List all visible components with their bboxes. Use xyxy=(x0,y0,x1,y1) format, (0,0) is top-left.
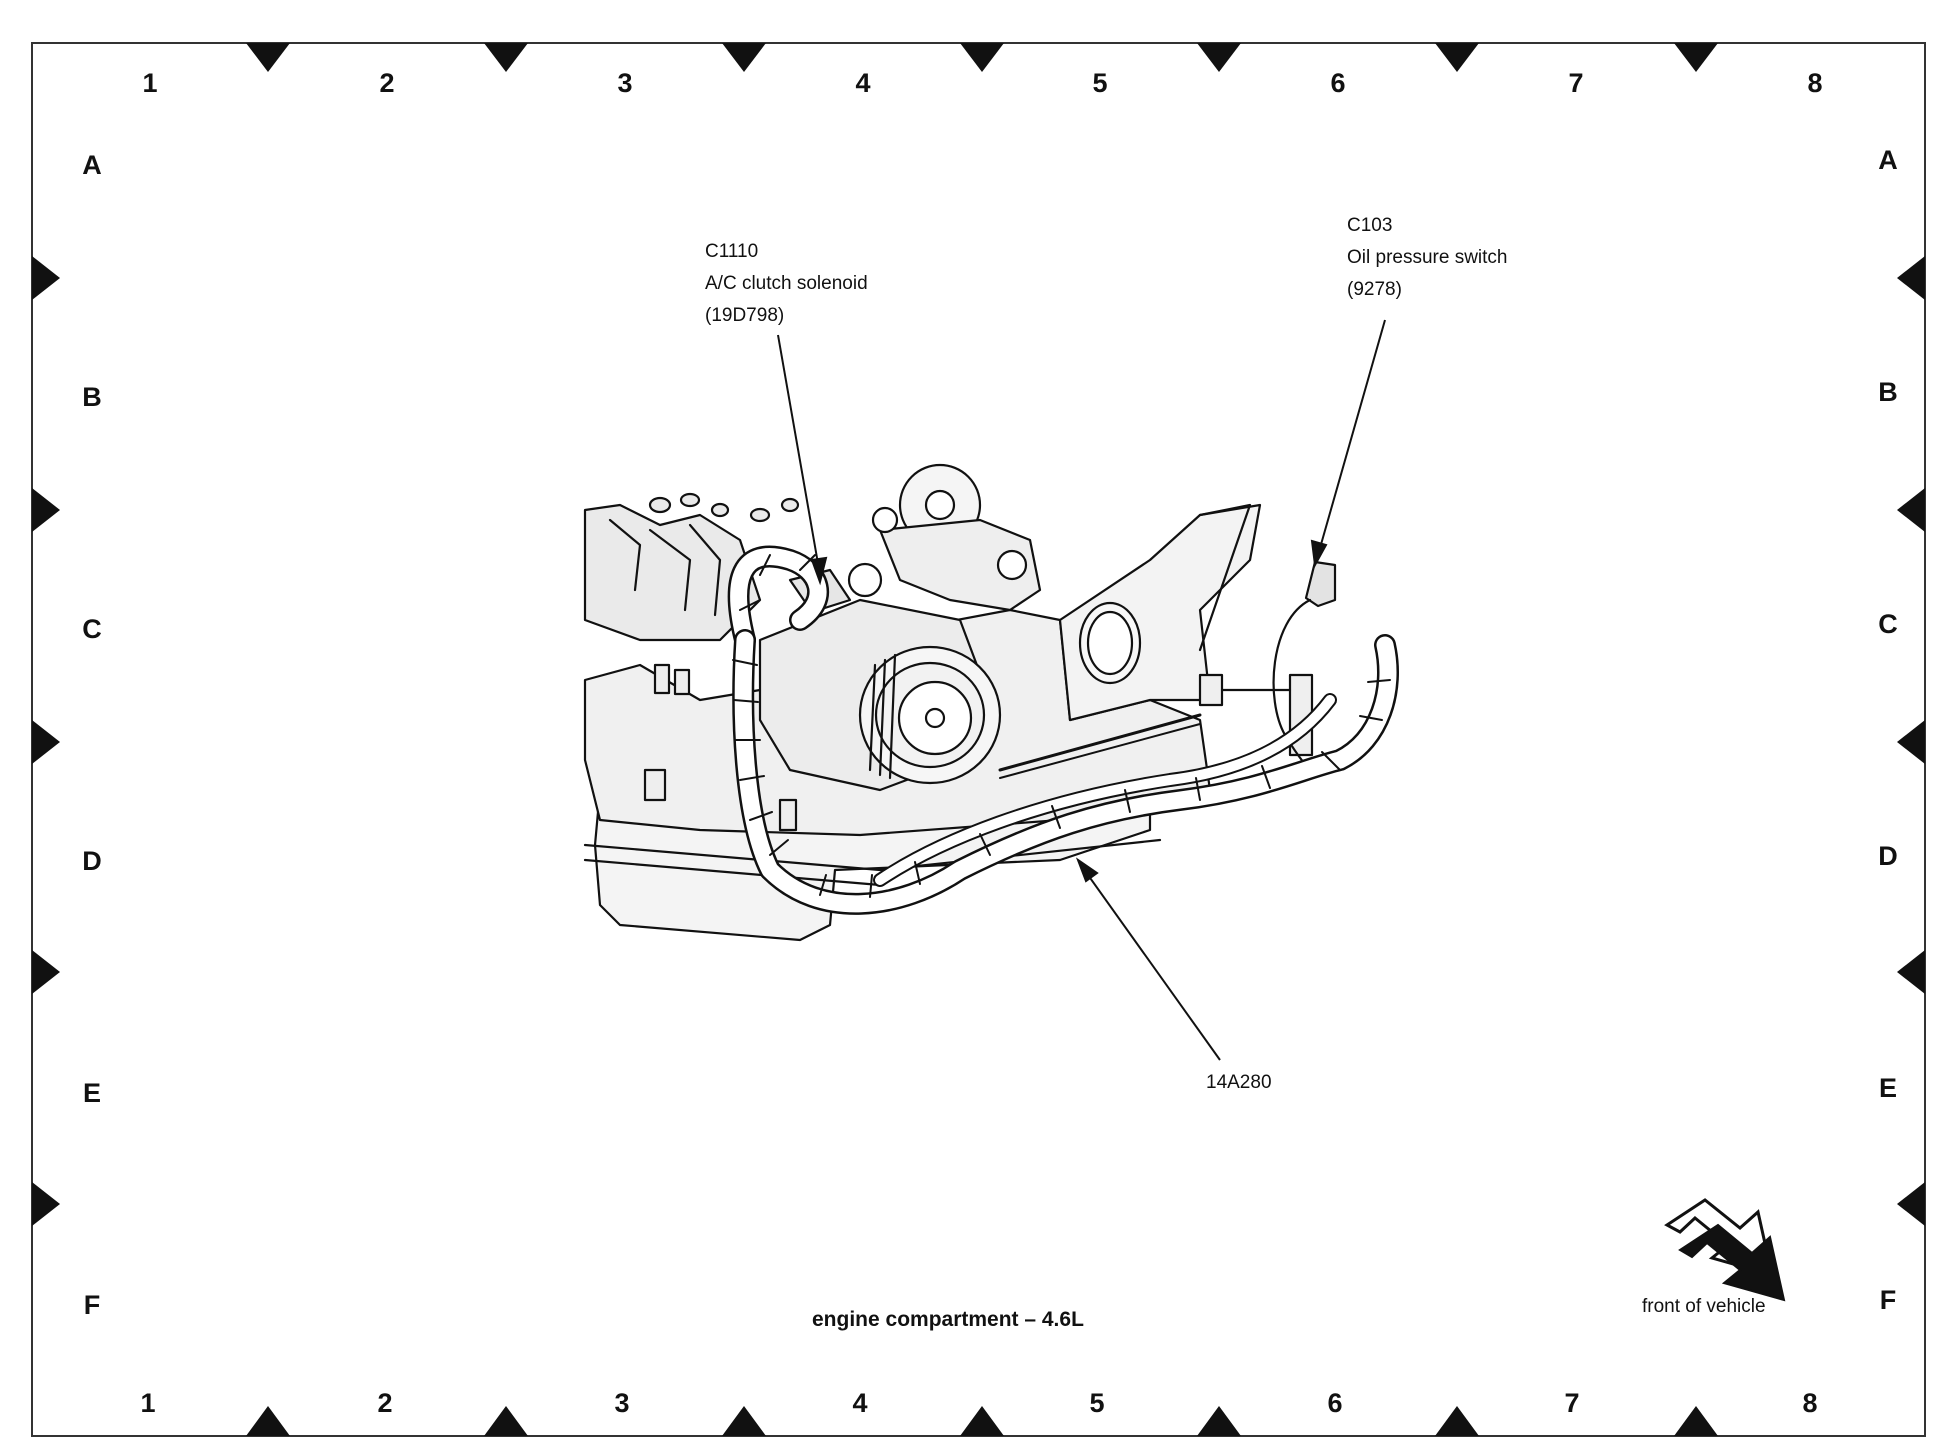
row-label-right-C: C xyxy=(1878,609,1898,639)
col-label-top-4: 4 xyxy=(855,68,871,98)
oil-switch-callout: C103 Oil pressure switch (9278) xyxy=(1347,210,1508,306)
oil-switch-part: (9278) xyxy=(1347,279,1402,300)
row-label-right-B: B xyxy=(1878,377,1898,407)
col-label-top-7: 7 xyxy=(1568,68,1584,98)
col-label-bottom-1: 1 xyxy=(140,1388,156,1418)
right-zone-markers xyxy=(1897,256,1925,1226)
harness-leader xyxy=(1082,867,1221,1061)
col-label-top-8: 8 xyxy=(1807,68,1823,98)
row-label-right-F: F xyxy=(1879,1285,1897,1315)
leader-lines xyxy=(777,319,1386,1061)
oil-switch-leader xyxy=(1317,319,1386,556)
dipstick-tube xyxy=(998,713,1202,772)
row-label-right-A: A xyxy=(1878,145,1898,175)
ac-compressor xyxy=(758,598,1002,792)
col-label-top-5: 5 xyxy=(1092,68,1108,98)
col-label-top-3: 3 xyxy=(617,68,633,98)
row-label-left-D: D xyxy=(82,846,102,876)
ac-clutch-connector-id: C1110 xyxy=(705,241,759,262)
oil-switch-name: Oil pressure switch xyxy=(1347,247,1508,268)
harness-callout: 14A280 xyxy=(1206,1072,1272,1093)
engine-illustration xyxy=(583,463,1337,942)
col-label-bottom-6: 6 xyxy=(1327,1388,1343,1418)
col-label-bottom-7: 7 xyxy=(1564,1388,1580,1418)
ac-clutch-part: (19D798) xyxy=(705,305,785,326)
left-zone-markers xyxy=(32,256,60,1226)
ac-clutch-leader xyxy=(777,334,821,576)
col-label-bottom-4: 4 xyxy=(852,1388,868,1418)
wiring-harness xyxy=(727,545,1399,915)
pulleys xyxy=(847,463,1042,612)
row-label-right-E: E xyxy=(1878,1073,1897,1103)
col-label-top-1: 1 xyxy=(142,68,158,98)
front-arrow-icon xyxy=(1664,1198,1786,1302)
row-label-left-C: C xyxy=(82,614,102,644)
col-label-top-6: 6 xyxy=(1330,68,1346,98)
bottom-zone-markers xyxy=(246,1406,1718,1436)
left-fittings xyxy=(643,663,798,832)
row-label-left-E: E xyxy=(82,1078,101,1108)
row-label-right-D: D xyxy=(1878,841,1898,871)
ac-clutch-callout: C1110 A/C clutch solenoid (19D798) xyxy=(705,236,868,332)
col-label-bottom-8: 8 xyxy=(1802,1388,1818,1418)
col-label-bottom-3: 3 xyxy=(614,1388,630,1418)
top-zone-markers xyxy=(246,43,1718,72)
col-label-bottom-5: 5 xyxy=(1089,1388,1105,1418)
row-label-left-B: B xyxy=(82,382,102,412)
row-label-left-A: A xyxy=(82,150,102,180)
col-label-top-2: 2 xyxy=(379,68,395,98)
col-label-bottom-2: 2 xyxy=(377,1388,393,1418)
row-label-left-F: F xyxy=(83,1290,101,1320)
ac-clutch-name: A/C clutch solenoid xyxy=(705,273,868,294)
diagram-caption: engine compartment – 4.6L xyxy=(812,1308,1084,1331)
oil-switch-connector-id: C103 xyxy=(1347,215,1393,236)
oil-switch-connector xyxy=(1304,560,1337,608)
front-of-vehicle-label: front of vehicle xyxy=(1642,1296,1766,1317)
